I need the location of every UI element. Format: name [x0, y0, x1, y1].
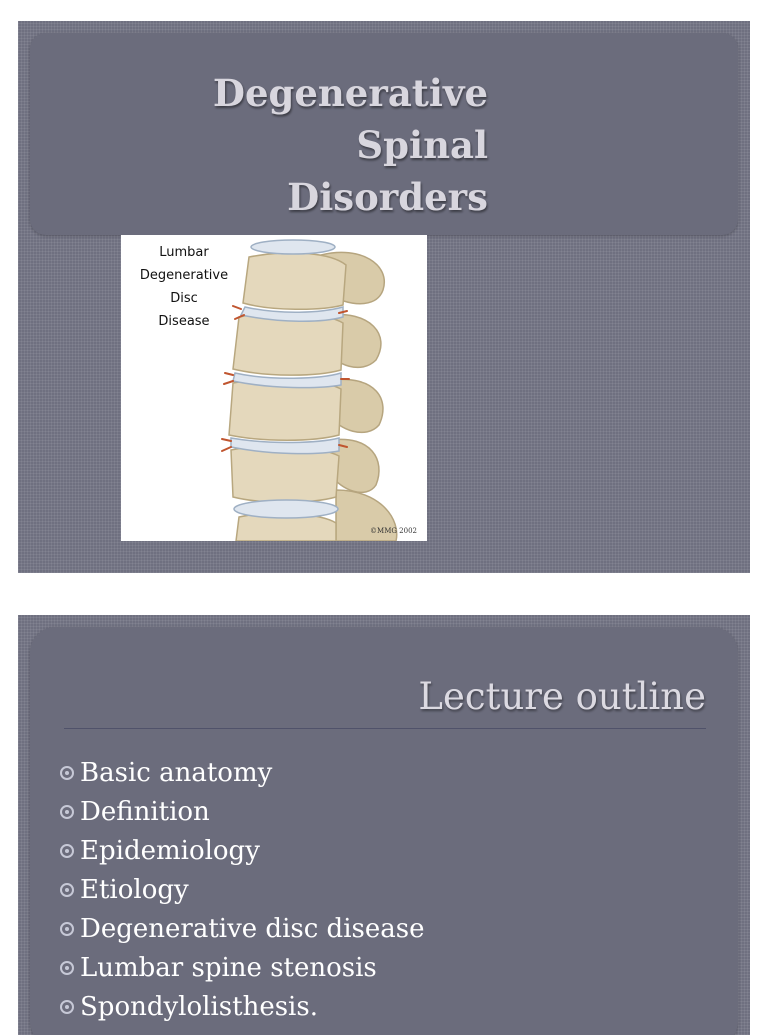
caption-line: Disc [170, 291, 198, 306]
circle-bullet-icon [60, 843, 74, 858]
list-item: Definition [60, 792, 424, 831]
content-panel [30, 627, 738, 1035]
title-line: Disorders [287, 175, 488, 219]
title-slide: Degenerative Spinal Disorders [18, 21, 750, 573]
list-item: Epidemiology [60, 831, 424, 870]
circle-bullet-icon [60, 882, 74, 897]
caption-line: Lumbar [159, 245, 209, 260]
outline-title: Lecture outline [418, 675, 706, 718]
list-item: Basic anatomy [60, 753, 424, 792]
copyright-text: ©MMG 2002 [370, 527, 417, 535]
title-divider [64, 728, 706, 729]
lumbar-spine-drawing [221, 239, 398, 542]
list-item: Lumbar spine stenosis [60, 948, 424, 987]
slide-title: Degenerative Spinal Disorders [118, 67, 488, 223]
list-item: Degenerative disc disease [60, 909, 424, 948]
title-line: Degenerative [212, 71, 488, 115]
circle-bullet-icon [60, 804, 74, 819]
caption-line: Disease [158, 314, 210, 329]
circle-bullet-icon [60, 921, 74, 936]
list-item: Spondylolisthesis. [60, 987, 424, 1026]
outline-slide: Lecture outline Basic anatomy Definition… [18, 615, 750, 1035]
caption-line: Degenerative [139, 268, 229, 283]
spine-illustration: Lumbar Degenerative Disc Disease ©MMG 20… [121, 235, 427, 542]
title-line: Spinal [356, 123, 488, 167]
list-item: Etiology [60, 870, 424, 909]
circle-bullet-icon [60, 999, 74, 1014]
illustration-caption: Lumbar Degenerative Disc Disease [129, 241, 239, 333]
title-panel [30, 33, 738, 235]
circle-bullet-icon [60, 765, 74, 780]
outline-list: Basic anatomy Definition Epidemiology Et… [60, 753, 424, 1026]
circle-bullet-icon [60, 960, 74, 975]
